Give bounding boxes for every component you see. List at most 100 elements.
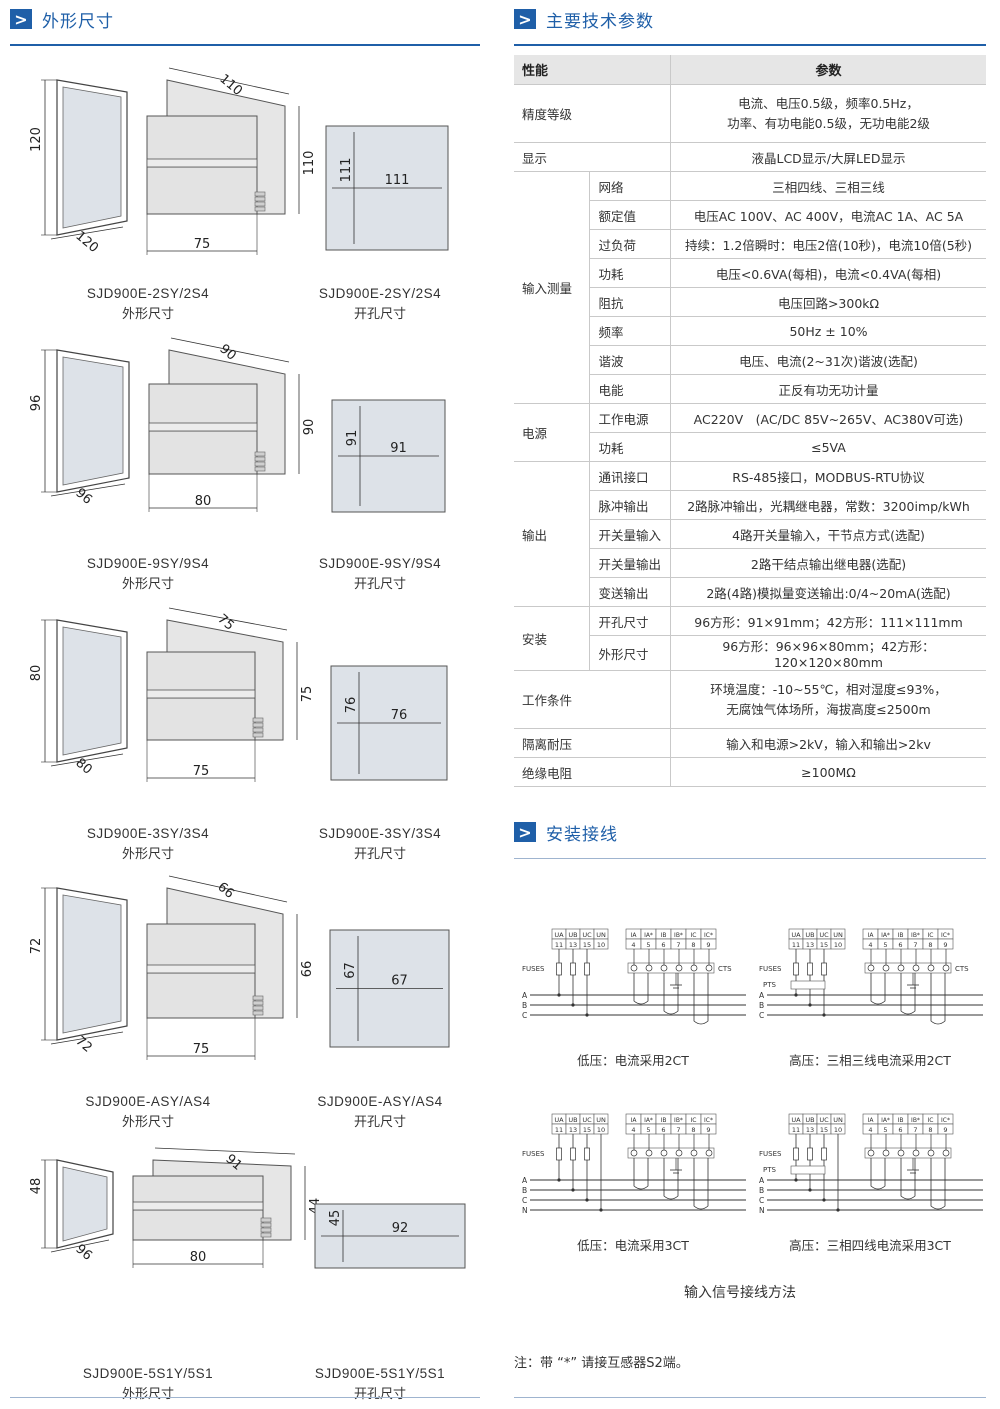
- dim-front-height: 120: [29, 127, 44, 152]
- terminal-number: 6: [898, 941, 902, 949]
- outline-section-rule: [10, 44, 480, 46]
- model-name: SJD900E-3SY/3S4: [86, 826, 210, 841]
- row-label: 绝缘电阻: [514, 757, 671, 787]
- terminal-block: [254, 206, 266, 212]
- dim-line: [50, 226, 124, 240]
- row-value: ≥100MΩ: [670, 757, 986, 787]
- terminal-number: 15: [820, 1126, 828, 1134]
- table-row: 过负荷持续：1.2倍瞬时：电压2倍(10秒)，电流10倍(5秒): [514, 229, 986, 259]
- wiring-caption: 低压：电流采用3CT: [577, 1238, 689, 1253]
- wiring-diagram-0: UA11UB13UC15UN10IA4IA*5IB6IB*7IC8IC*9FUS…: [522, 928, 746, 1025]
- bus-label: N: [759, 1206, 765, 1215]
- terminal-number: 6: [898, 1126, 902, 1134]
- dim-depth: 75: [194, 237, 211, 252]
- cutout-label: 开孔尺寸: [353, 1115, 406, 1130]
- dim-line: [168, 607, 288, 631]
- outline-label: 外形尺寸: [121, 1115, 174, 1130]
- dim-front-height: 80: [29, 665, 44, 682]
- chevron-right-icon: >: [10, 9, 32, 29]
- dimension-drawing-4: 48968091444592: [29, 1147, 466, 1269]
- terminal-cell: [700, 938, 717, 950]
- terminal-label: IC*: [704, 1117, 713, 1124]
- spec-table: 性能 参数 精度等级 电流、电压0.5级，频率0.5Hz， 功率、有功电能0.5…: [514, 55, 986, 787]
- chevron-right-icon: >: [514, 9, 536, 29]
- terminal-number: 9: [943, 1126, 947, 1134]
- bus-label: B: [759, 1001, 764, 1010]
- input-group: 输入测量网络三相四线、三相三线额定值电压AC 100V、AC 400V，电流AC…: [514, 171, 986, 404]
- terminal-label: IC*: [704, 932, 713, 939]
- terminal-number: 7: [913, 1126, 917, 1134]
- display-panel: [62, 626, 122, 756]
- row-value: 电压<0.6VA(每相)，电流<0.4VA(每相): [670, 258, 986, 288]
- ct-bar: [864, 962, 952, 974]
- cut-width: 91: [390, 441, 407, 456]
- row-value: RS-485接口，MODBUS-RTU协议: [670, 461, 986, 491]
- bus-label: A: [759, 1176, 765, 1185]
- terminal-label: UA: [791, 931, 801, 939]
- display-panel: [62, 894, 122, 1034]
- dim-depth: 75: [193, 1042, 210, 1057]
- row-sublabel: 频率: [589, 316, 671, 346]
- terminal-number: 9: [943, 941, 947, 949]
- terminal-label: UB: [568, 1116, 577, 1124]
- row-value: 96方形：96×96×80mm；42方形：120×120×80mm: [670, 635, 986, 671]
- ct-terminal: [645, 1149, 653, 1157]
- model-name: SJD900E-2SY/2S4: [86, 286, 210, 301]
- terminal-number: 11: [555, 941, 563, 949]
- table-header-row: 性能 参数: [514, 55, 986, 85]
- terminal-label: IC*: [941, 1117, 950, 1124]
- table-row: 功耗≤5VA: [514, 432, 986, 462]
- terminal-number: 6: [661, 941, 665, 949]
- row-value: 三相四线、三相三线: [670, 171, 986, 201]
- dim-line: [50, 1031, 124, 1045]
- row-value-line: 电流、电压0.5级，频率0.5Hz，: [738, 95, 919, 111]
- fuse: [807, 962, 813, 976]
- display-panel: [62, 86, 122, 229]
- bus-label: C: [522, 1011, 527, 1020]
- dim-line: [170, 337, 290, 363]
- row-value: 2路脉冲输出，光耦继电器，常数：3200imp/kWh: [670, 490, 986, 520]
- row-sublabel: 功耗: [589, 432, 671, 462]
- terminal-number: 9: [706, 941, 710, 949]
- terminal-number: 8: [928, 1126, 932, 1134]
- row-value: AC220V (AC/DC 85V~265V、AC380V可选): [670, 403, 986, 433]
- row-value: 电压、电流(2~31次)谐波(选配): [670, 345, 986, 375]
- ct-terminal: [897, 1149, 905, 1157]
- model-name: SJD900E-ASY/AS4: [317, 1094, 443, 1109]
- row-label: 精度等级: [514, 84, 671, 143]
- dim-front-width: 96: [72, 1242, 94, 1264]
- header-performance: 性能: [514, 55, 671, 85]
- terminal-cell: [937, 938, 954, 950]
- ct-loop: [900, 1158, 916, 1200]
- ct-terminal: [927, 1149, 935, 1157]
- spec-section-header: > 主要技术参数: [514, 4, 654, 34]
- model-name: SJD900E-5S1Y/5S1: [314, 1366, 446, 1381]
- terminal-label: IA: [631, 1117, 638, 1124]
- fuse: [556, 962, 562, 976]
- row-value: 输入和电源>2kV，输入和输出>2kv: [670, 728, 986, 758]
- wiring-diagram-1: UA11UB13UC15UN10IA4IA*5IB6IB*7IC8IC*9FUS…: [759, 928, 983, 1025]
- pt-transformer: [790, 980, 826, 990]
- dim-line: [168, 67, 290, 95]
- terminal-cell: [700, 1123, 717, 1135]
- fuses-label: FUSES: [522, 1150, 545, 1158]
- terminal-label: UC: [582, 1116, 592, 1124]
- terminal-number: 15: [583, 941, 591, 949]
- terminal-number: 8: [928, 941, 932, 949]
- terminal-number: 11: [792, 1126, 800, 1134]
- ct-loop: [930, 1158, 946, 1210]
- row-sublabel: 工作电源: [589, 403, 671, 433]
- terminal-block: [254, 196, 266, 202]
- terminal-label: UA: [554, 1116, 564, 1124]
- ct-terminal: [942, 1149, 950, 1157]
- ct-loop: [663, 1158, 679, 1200]
- row-label: 隔离耐压: [514, 728, 671, 758]
- model-name: SJD900E-2SY/2S4: [318, 286, 442, 301]
